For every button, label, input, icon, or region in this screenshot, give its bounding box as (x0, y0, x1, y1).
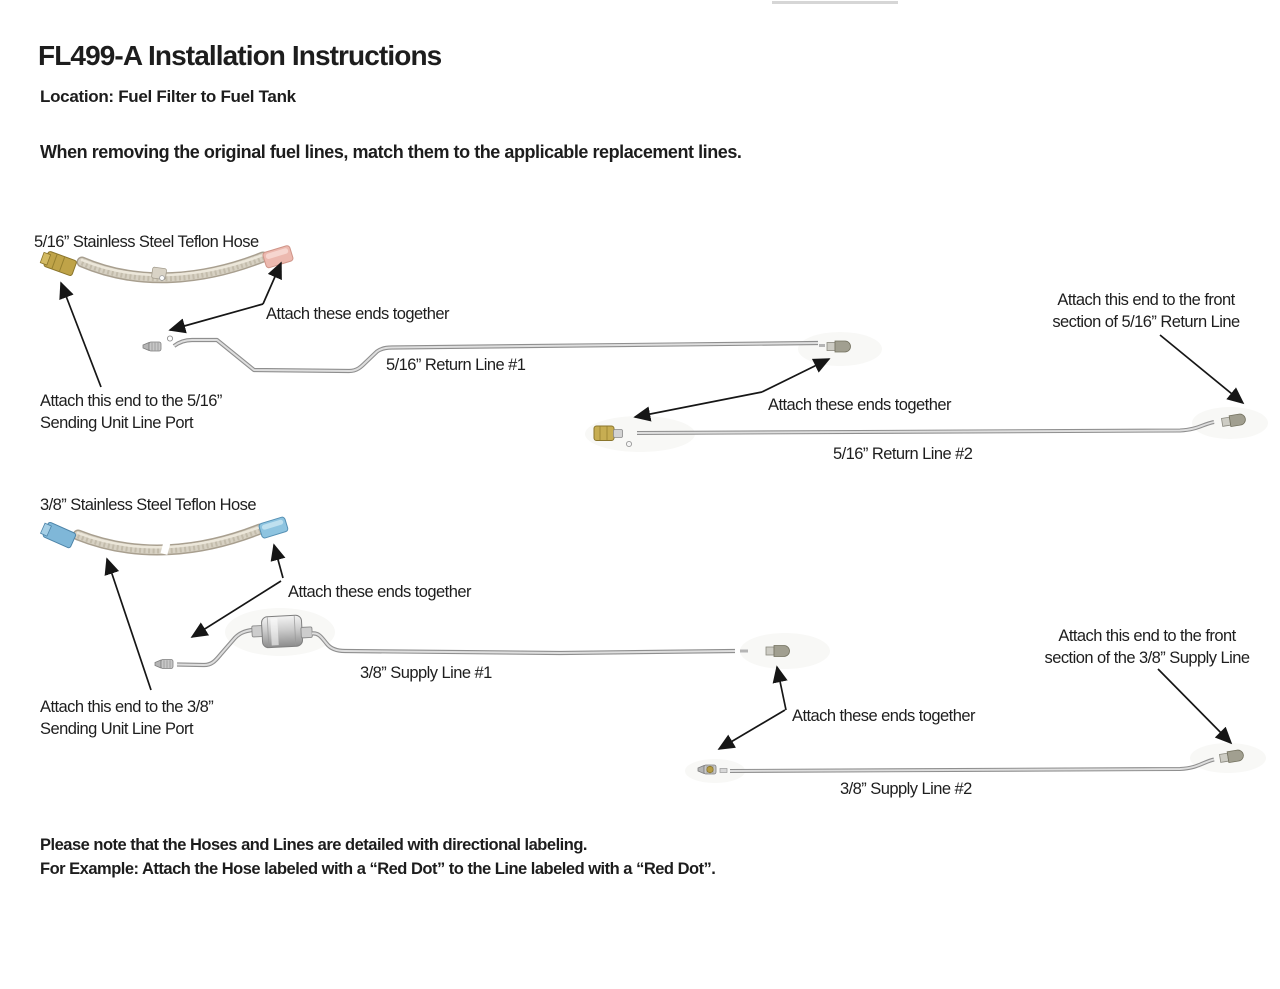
scan-artifact-line (772, 1, 898, 4)
blue-dot-fitting-left (39, 521, 77, 549)
attach-ends-note-516-lines: Attach these ends together (768, 396, 951, 414)
return-line-2-graphic (593, 412, 1247, 448)
hose-516-label: 5/16” Stainless Steel Teflon Hose (34, 233, 259, 251)
arrow (262, 261, 282, 305)
location-subtitle: Location: Fuel Filter to Fuel Tank (40, 87, 296, 106)
page-title: FL499-A Installation Instructions (38, 40, 442, 71)
attach-ends-note-516-hose: Attach these ends together (266, 305, 449, 323)
sending-unit-note-516: Attach this end to the 5/16” Sending Uni… (40, 392, 222, 432)
arrow (270, 543, 286, 579)
hose-38-label: 3/8” Stainless Steel Teflon Hose (40, 496, 257, 514)
return-line-1-graphic (142, 335, 851, 374)
front-section-note-38: Attach this end to the front section of … (1044, 627, 1250, 667)
arrow (59, 281, 102, 388)
attach-ends-note-38-hose: Attach these ends together (288, 583, 471, 601)
front-section-note-516: Attach this end to the front section of … (1052, 291, 1240, 331)
supply-line-1-graphic (154, 614, 790, 669)
photo-halos (225, 332, 1268, 783)
supply-line-2-label: 3/8” Supply Line #2 (840, 780, 972, 798)
arrow (168, 303, 264, 334)
return-line-2-label: 5/16” Return Line #2 (833, 445, 973, 463)
brass-fitting (39, 251, 77, 276)
arrow (1157, 668, 1233, 745)
supply-line-2-graphic (697, 748, 1245, 775)
arrow (761, 358, 831, 393)
intro-instruction: When removing the original fuel lines, m… (40, 142, 742, 162)
arrow (717, 709, 786, 750)
sending-unit-note-38: Attach this end to the 3/8” Sending Unit… (40, 698, 214, 738)
hose-38-graphic (39, 516, 289, 556)
red-dot-fitting (262, 245, 294, 269)
annotation-arrows (59, 261, 1245, 750)
return-line-1-label: 5/16” Return Line #1 (386, 356, 526, 374)
arrow (633, 391, 763, 422)
blue-dot-fitting-right (258, 516, 289, 539)
directional-labeling-note: Please note that the Hoses and Lines are… (40, 836, 587, 854)
fuel-filter-graphic (251, 614, 313, 649)
arrow (190, 580, 282, 638)
arrow (104, 557, 152, 691)
supply-line-1-label: 3/8” Supply Line #1 (360, 664, 492, 682)
arrow (772, 665, 788, 711)
arrow (1159, 334, 1245, 405)
red-dot-example-note: For Example: Attach the Hose labeled wit… (40, 860, 716, 878)
attach-ends-note-38-lines: Attach these ends together (792, 707, 975, 725)
